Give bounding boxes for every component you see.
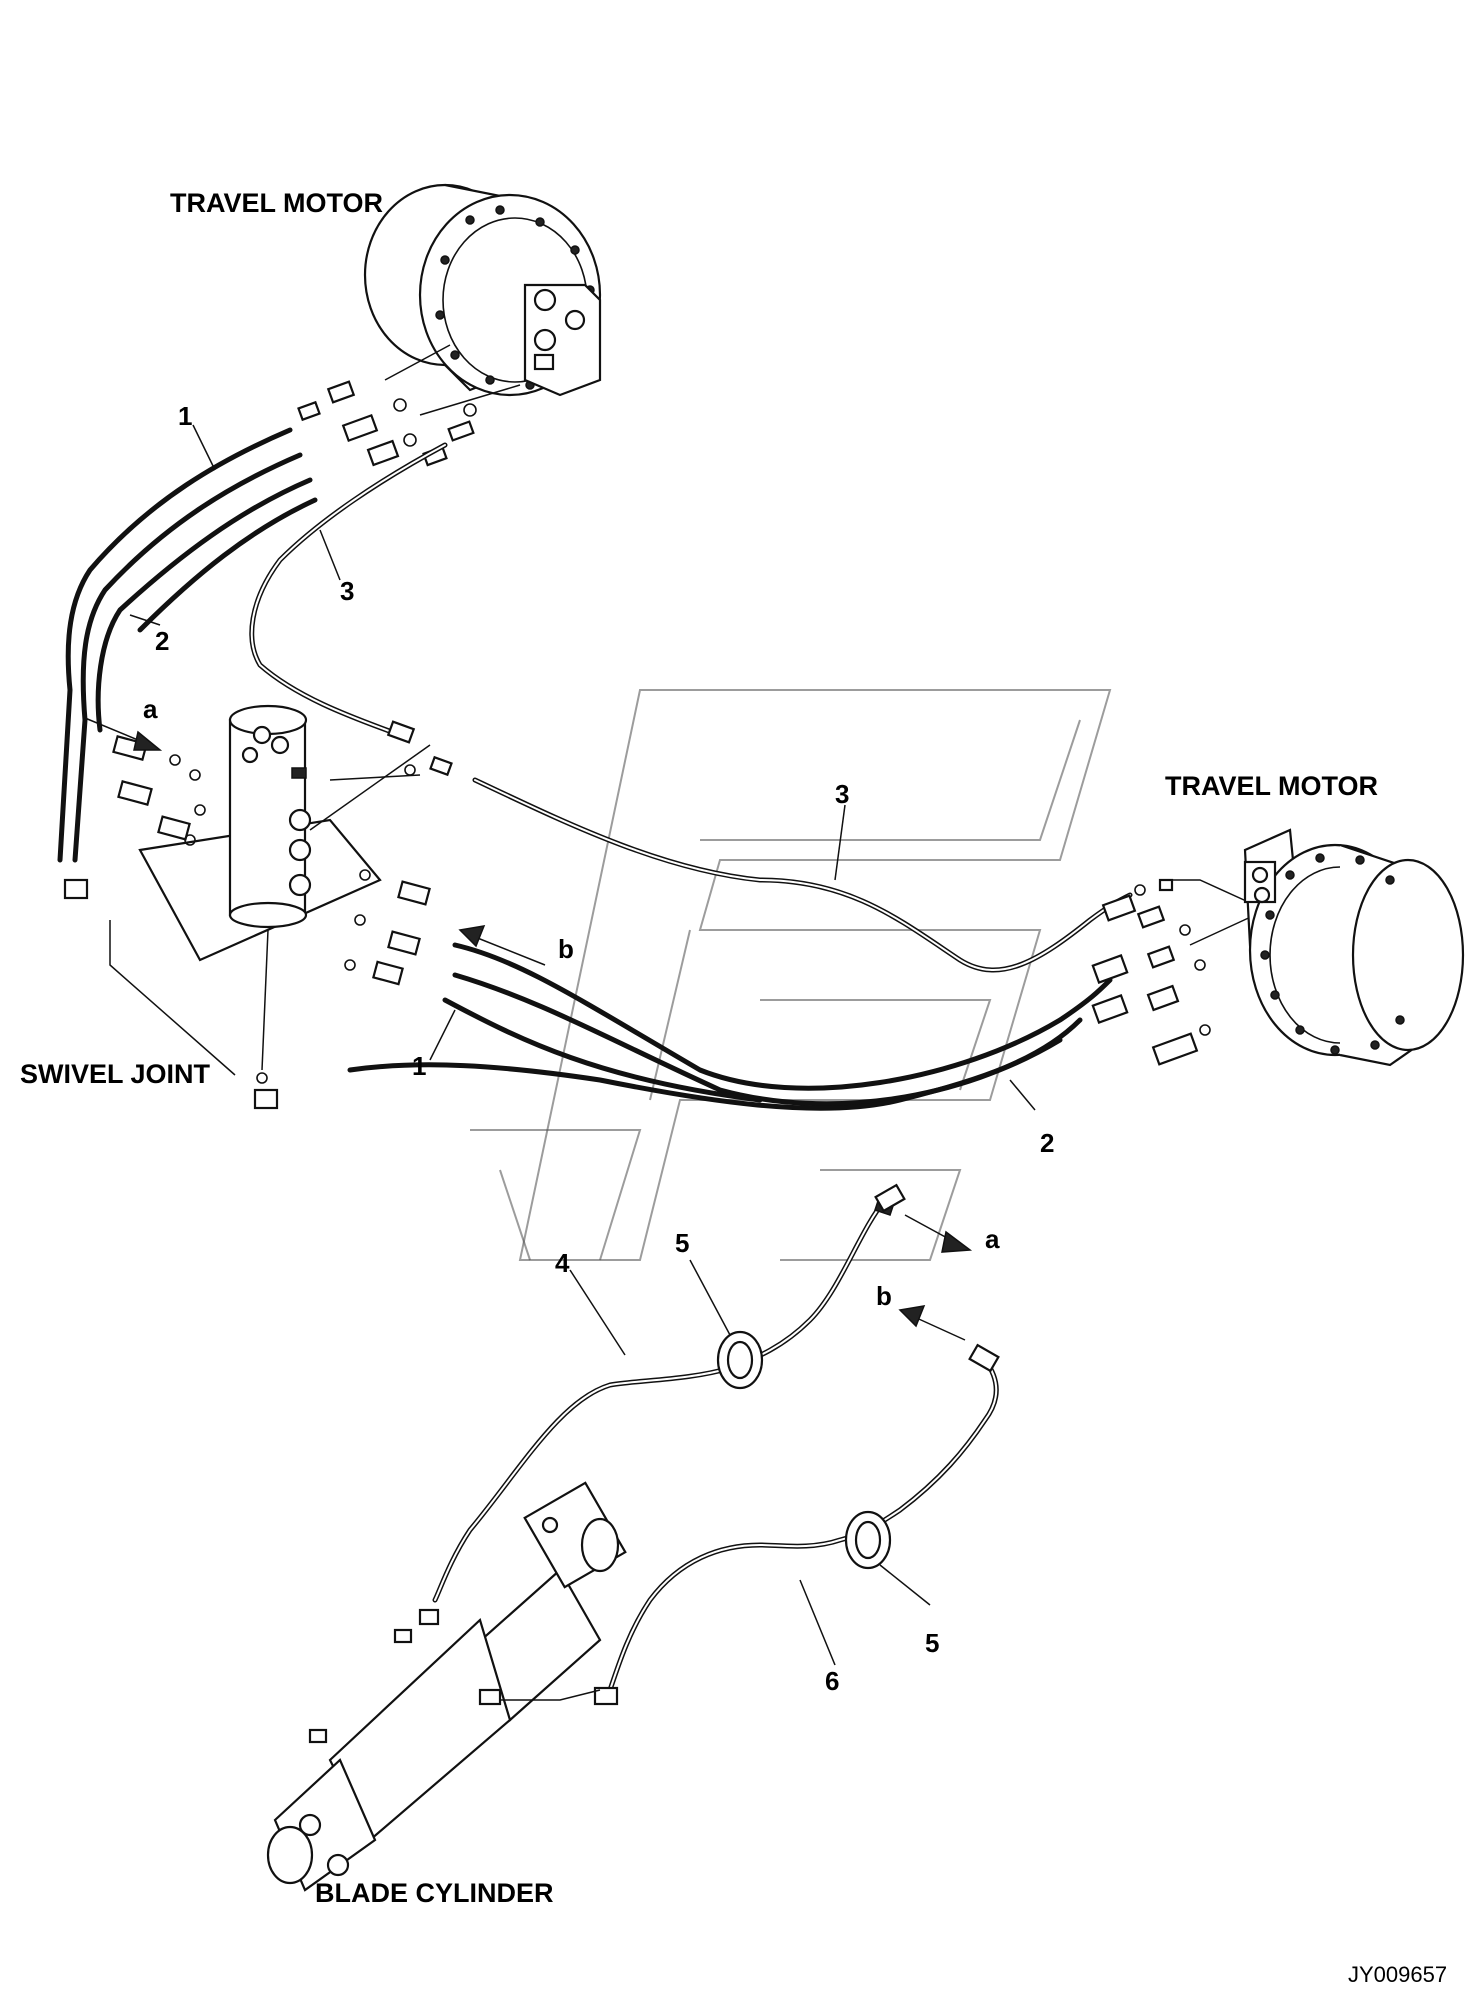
callout-3-mid: 3: [835, 779, 849, 809]
arrow-a-lower: [904, 1214, 973, 1253]
callout-leaders: [129, 424, 1036, 1666]
watermark-logo: [470, 689, 1112, 1261]
arrow-label-b-upper: b: [558, 934, 574, 964]
grommet-lower: [844, 1510, 892, 1570]
callout-1-top: 1: [178, 401, 192, 431]
blade-cylinder: [266, 1481, 627, 1892]
hose-2-right: [347, 942, 1113, 1111]
arrow-b-lower: [898, 1305, 966, 1341]
label-travel-motor-top: TRAVEL MOTOR: [170, 188, 383, 218]
right-fittings: [1091, 878, 1256, 1066]
callout-5-lower: 5: [925, 1628, 939, 1658]
label-blade-cylinder: BLADE CYLINDER: [315, 1878, 554, 1908]
callout-3-top: 3: [340, 576, 354, 606]
callout-2-top: 2: [155, 626, 169, 656]
grommet-upper: [716, 1330, 764, 1390]
hose-1-top: [57, 427, 318, 863]
callout-1-mid: 1: [412, 1051, 426, 1081]
hose-3-top: [249, 442, 448, 738]
arrow-label-a-lower: a: [985, 1224, 1000, 1254]
callout-4: 4: [555, 1248, 570, 1278]
arrow-b-upper: [458, 925, 546, 966]
label-swivel-joint: SWIVEL JOINT: [20, 1059, 211, 1089]
callout-5-upper: 5: [675, 1228, 689, 1258]
arrow-label-a-upper: a: [143, 694, 158, 724]
swivel-leaders: [309, 720, 453, 831]
document-id: JY009657: [1348, 1962, 1447, 1987]
swivel-joint-assembly: [63, 704, 431, 1110]
travel-motor-top: [363, 183, 602, 397]
hose-3-right: [472, 777, 1133, 973]
arrow-a-upper: [84, 717, 163, 751]
label-travel-motor-right: TRAVEL MOTOR: [1165, 771, 1378, 801]
callout-6: 6: [825, 1666, 839, 1696]
motor-bolts-right: [1260, 853, 1405, 1055]
arrow-label-b-lower: b: [876, 1281, 892, 1311]
hose-4: [432, 1183, 906, 1603]
callout-2-right: 2: [1040, 1128, 1054, 1158]
top-fittings: [297, 344, 521, 467]
hose-6: [593, 1343, 1000, 1706]
travel-motor-right: [1243, 828, 1465, 1067]
